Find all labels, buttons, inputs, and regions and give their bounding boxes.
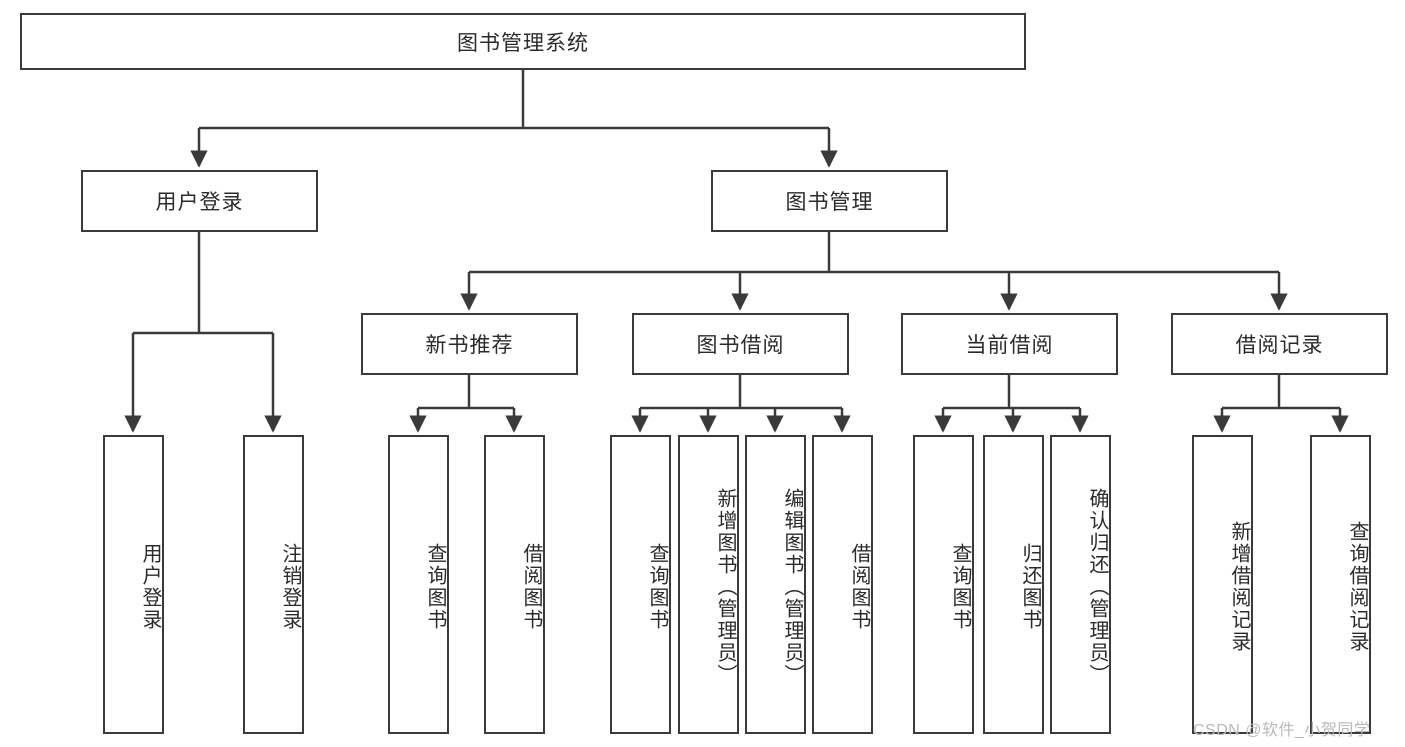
leaf-user-login[interactable]: 用户登录 — [103, 435, 164, 734]
leaf-edit-book-admin-label: 编辑图书（管理员） — [781, 487, 803, 686]
leaf-confirm-return-admin[interactable]: 确认归还（管理员） — [1050, 435, 1111, 734]
node-book-borrow[interactable]: 图书借阅 — [632, 313, 849, 375]
node-borrow-record-label: 借阅记录 — [1235, 334, 1324, 357]
leaf-borrow-book-label: 借阅图书 — [848, 542, 870, 631]
leaf-user-login-label: 用户登录 — [139, 542, 161, 631]
leaf-add-book-admin[interactable]: 新增图书（管理员） — [678, 435, 739, 734]
node-user-login[interactable]: 用户登录 — [81, 170, 318, 232]
leaf-logout[interactable]: 注销登录 — [243, 435, 304, 734]
leaf-borrow-book-rec-label: 借阅图书 — [520, 542, 542, 631]
leaf-query-book-rec-label: 查询图书 — [424, 542, 446, 631]
node-book-management[interactable]: 图书管理 — [711, 170, 948, 232]
node-root-label: 图书管理系统 — [457, 31, 589, 55]
leaf-query-book-current-label: 查询图书 — [949, 542, 971, 631]
leaf-confirm-return-admin-label: 确认归还（管理员） — [1086, 487, 1108, 686]
csdn-watermark: CSDN @软件_小贺同学 — [1193, 722, 1371, 739]
node-current-borrow-label: 当前借阅 — [965, 334, 1054, 357]
node-book-management-label: 图书管理 — [785, 191, 874, 214]
leaf-query-book-rec[interactable]: 查询图书 — [388, 435, 449, 734]
leaf-add-borrow-record[interactable]: 新增借阅记录 — [1192, 435, 1253, 734]
node-new-book-recommend[interactable]: 新书推荐 — [361, 313, 578, 375]
leaf-return-book-label: 归还图书 — [1019, 542, 1041, 631]
leaf-borrow-book-rec[interactable]: 借阅图书 — [484, 435, 545, 734]
leaf-add-book-admin-label: 新增图书（管理员） — [714, 487, 736, 686]
leaf-query-borrow-record-label: 查询借阅记录 — [1346, 520, 1368, 653]
leaf-borrow-book[interactable]: 借阅图书 — [812, 435, 873, 734]
node-current-borrow[interactable]: 当前借阅 — [901, 313, 1118, 375]
leaf-edit-book-admin[interactable]: 编辑图书（管理员） — [745, 435, 806, 734]
leaf-add-borrow-record-label: 新增借阅记录 — [1228, 520, 1250, 653]
leaf-query-book-current[interactable]: 查询图书 — [913, 435, 974, 734]
leaf-query-book-borrow[interactable]: 查询图书 — [610, 435, 671, 734]
node-root[interactable]: 图书管理系统 — [20, 13, 1026, 70]
node-user-login-label: 用户登录 — [155, 191, 244, 214]
leaf-query-book-borrow-label: 查询图书 — [646, 542, 668, 631]
node-new-book-recommend-label: 新书推荐 — [425, 334, 514, 357]
leaf-logout-label: 注销登录 — [279, 542, 301, 631]
node-book-borrow-label: 图书借阅 — [696, 334, 785, 357]
leaf-query-borrow-record[interactable]: 查询借阅记录 — [1310, 435, 1371, 734]
node-borrow-record[interactable]: 借阅记录 — [1171, 313, 1388, 375]
leaf-return-book[interactable]: 归还图书 — [983, 435, 1044, 734]
